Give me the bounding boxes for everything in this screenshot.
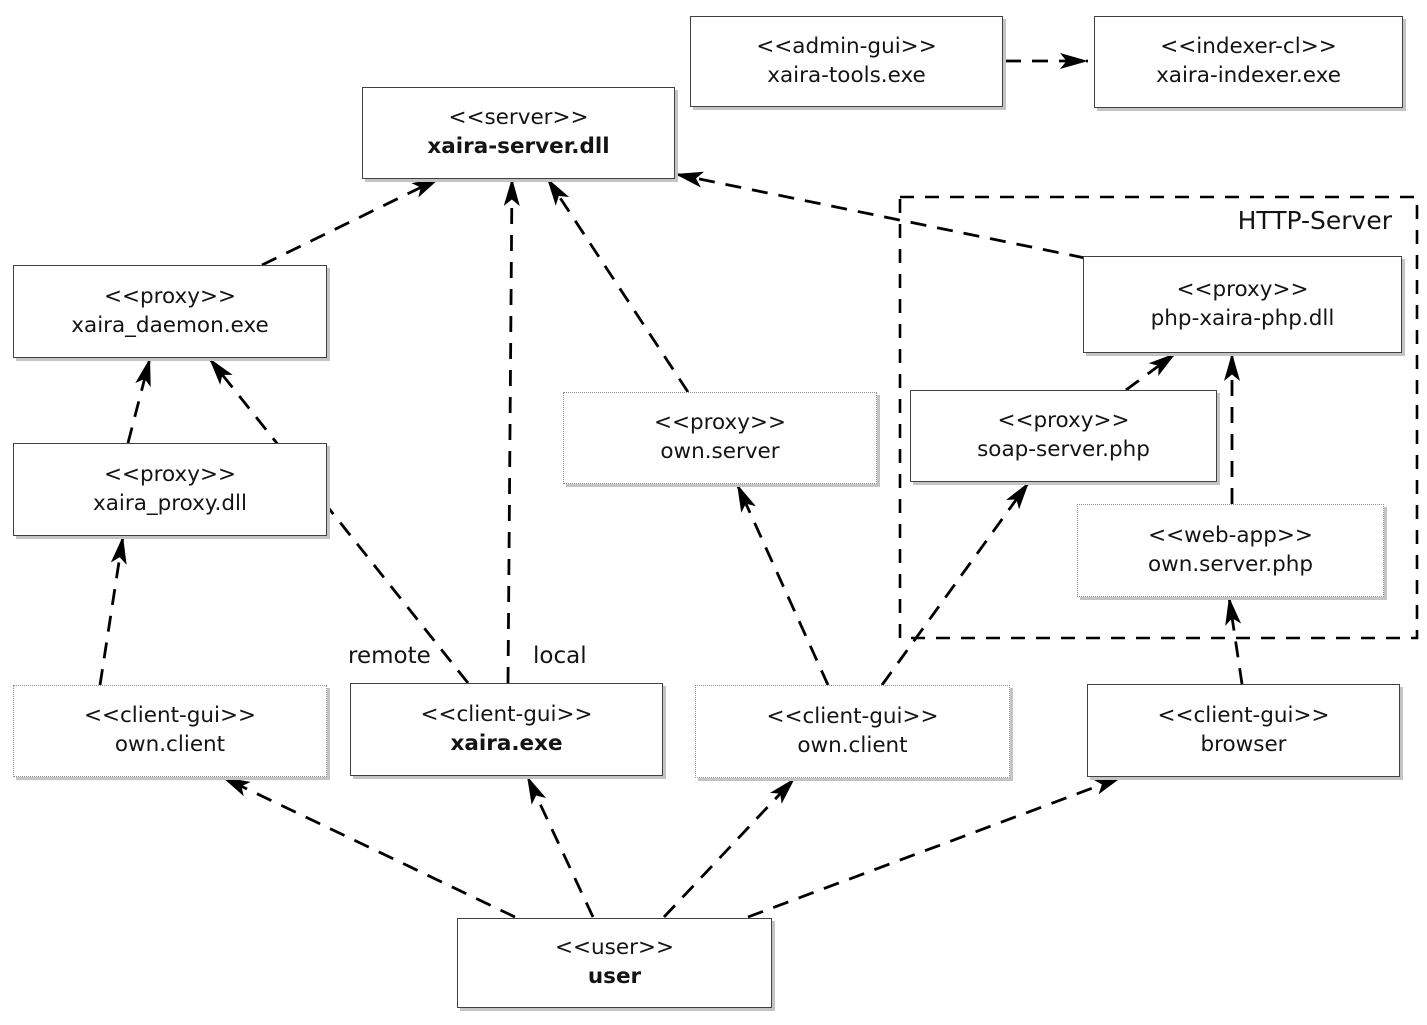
node-php-xaira-php: <<proxy>> php-xaira-php.dll — [1083, 256, 1402, 353]
edge-browser-to-own-server-php — [1225, 596, 1244, 685]
node-own-client-center: <<client-gui>> own.client — [695, 685, 1010, 778]
node-xaira-daemon: <<proxy>> xaira_daemon.exe — [13, 265, 327, 358]
edge-user-to-xaira-exe — [525, 775, 595, 918]
node-stereotype: <<proxy>> — [1176, 276, 1309, 302]
node-stereotype: <<proxy>> — [103, 283, 236, 309]
node-stereotype: <<indexer-cl>> — [1160, 34, 1337, 60]
node-stereotype: <<client-gui>> — [83, 703, 257, 729]
node-stereotype: <<user>> — [555, 935, 674, 961]
edge-xaira-proxy-to-xaira-daemon — [126, 357, 152, 444]
node-stereotype: <<proxy>> — [103, 461, 236, 487]
edge-soap-server-to-php-xaira-php — [1125, 351, 1177, 392]
edge-user-to-own-client-left — [221, 775, 516, 919]
node-xaira-proxy: <<proxy>> xaira_proxy.dll — [13, 443, 327, 536]
node-stereotype: <<proxy>> — [653, 410, 786, 436]
edge-own-server-to-xaira-server — [545, 177, 690, 393]
edge-user-to-browser — [747, 775, 1123, 919]
node-name: own.server.php — [1147, 551, 1314, 577]
edge-own-client-center-to-own-server — [735, 483, 830, 686]
node-stereotype: <<client-gui>> — [420, 701, 593, 727]
edge-xaira-exe-to-xaira-daemon — [207, 357, 470, 684]
edge-xaira-exe-to-xaira-server — [503, 177, 520, 684]
edge-label-local: local — [533, 643, 587, 669]
edge-label-remote: remote — [348, 643, 431, 669]
node-name: soap-server.php — [977, 437, 1150, 462]
node-stereotype: <<server>> — [448, 105, 589, 131]
node-xaira-tools: <<admin-gui>> xaira-tools.exe — [690, 16, 1003, 107]
edge-php-xaira-php-to-xaira-server — [674, 171, 1086, 260]
node-name: own.client — [114, 732, 226, 757]
node-xaira-indexer: <<indexer-cl>> xaira-indexer.exe — [1094, 16, 1403, 108]
node-user: <<user>> user — [457, 918, 772, 1008]
node-soap-server: <<proxy>> soap-server.php — [910, 390, 1217, 482]
node-name: xaira-server.dll — [427, 134, 610, 159]
node-browser: <<client-gui>> browser — [1087, 684, 1400, 777]
node-xaira-exe: <<client-gui>> xaira.exe — [350, 683, 663, 776]
node-stereotype: <<client-gui>> — [766, 703, 939, 729]
node-name: xaira-tools.exe — [767, 62, 926, 88]
node-name: xaira_proxy.dll — [93, 490, 247, 516]
node-xaira-server: <<server>> xaira-server.dll — [362, 87, 675, 179]
node-name: php-xaira-php.dll — [1150, 305, 1335, 331]
node-stereotype: <<web-app>> — [1148, 522, 1313, 548]
edge-own-client-left-to-xaira-proxy — [98, 535, 127, 686]
node-name: own.server — [660, 439, 780, 464]
node-name: xaira.exe — [450, 730, 563, 756]
edge-own-client-center-to-soap-server — [880, 481, 1031, 686]
node-name: xaira-indexer.exe — [1156, 63, 1341, 88]
http-server-container — [898, 195, 1419, 640]
node-stereotype: <<proxy>> — [997, 408, 1130, 434]
node-own-server-php: <<web-app>> own.server.php — [1077, 504, 1384, 597]
node-stereotype: <<client-gui>> — [1157, 702, 1330, 728]
node-own-server: <<proxy>> own.server — [563, 392, 877, 484]
node-name: user — [587, 964, 642, 989]
http-server-container-label: HTTP-Server — [1237, 206, 1392, 235]
node-name: browser — [1200, 731, 1287, 757]
node-name: own.client — [797, 732, 908, 758]
edge-user-to-own-client-center — [662, 777, 797, 918]
node-stereotype: <<admin-gui>> — [756, 33, 937, 59]
node-own-client-left: <<client-gui>> own.client — [13, 685, 327, 777]
edge-xaira-daemon-to-xaira-server — [261, 176, 441, 267]
node-name: xaira_daemon.exe — [71, 312, 269, 338]
